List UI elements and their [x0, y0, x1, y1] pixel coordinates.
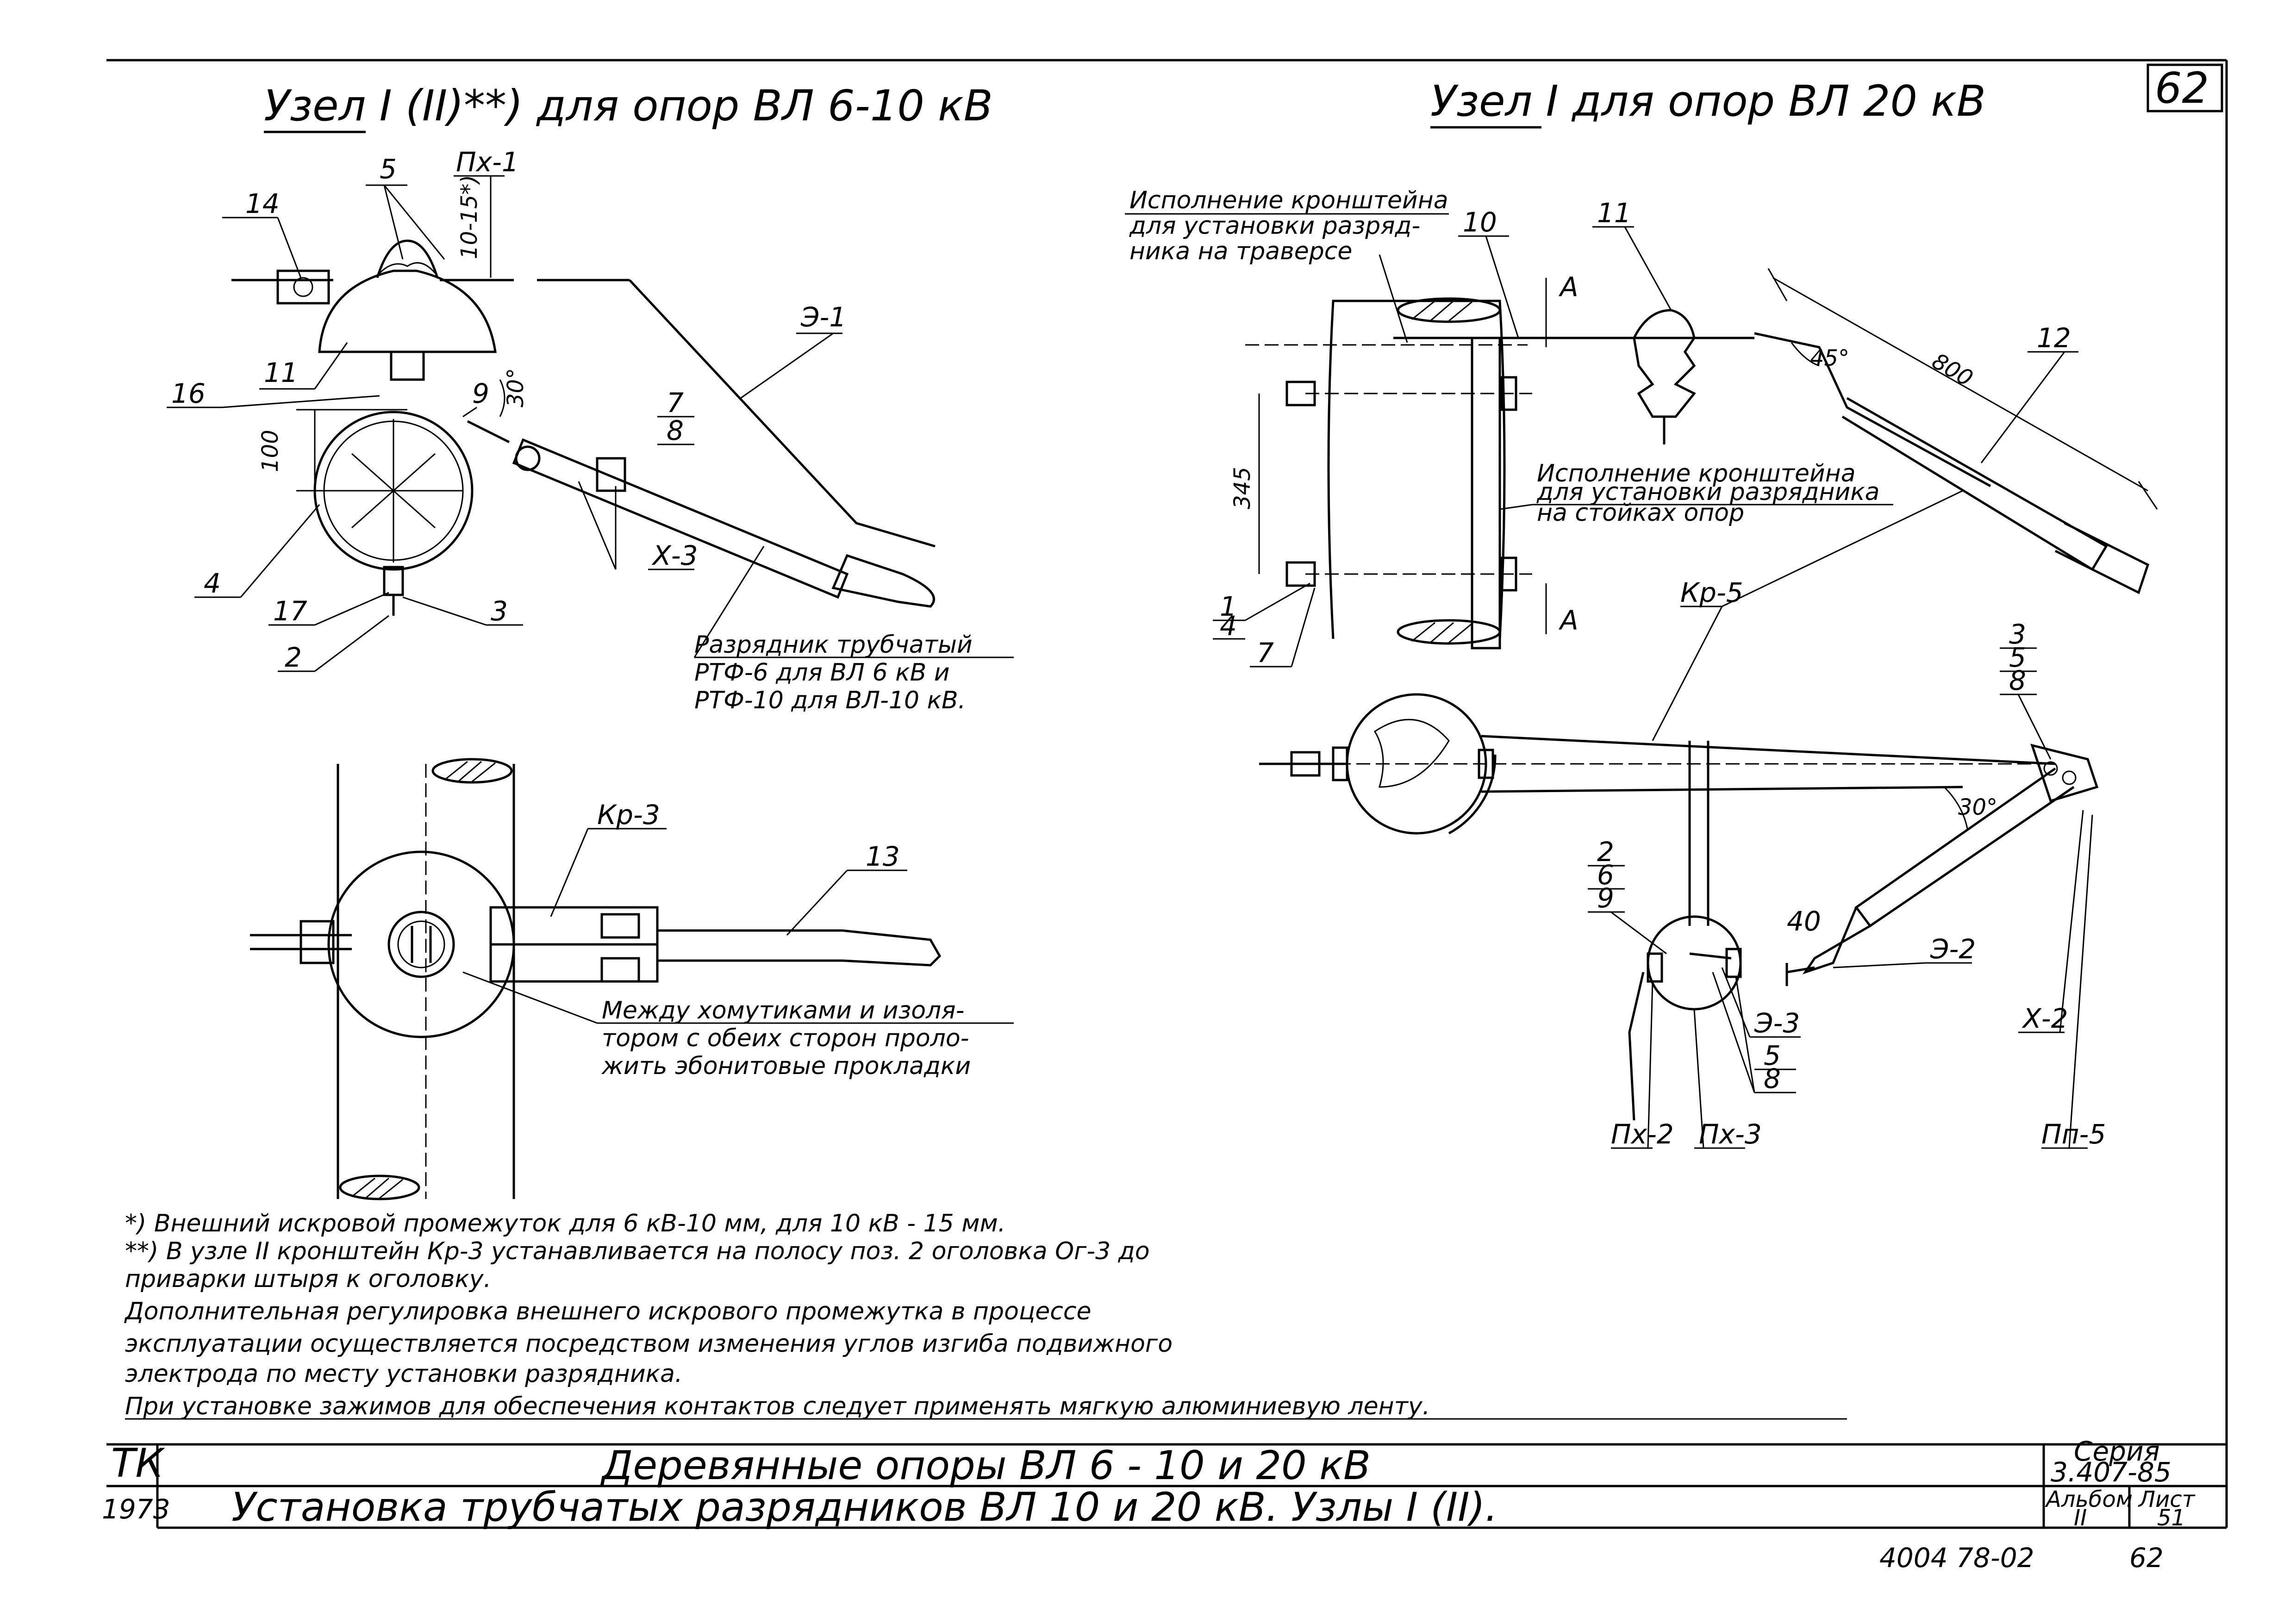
title-right-node: Узел I для опор ВЛ 20 кВ: [1430, 76, 1986, 126]
title-left-node: Узел I (II)**) для опор ВЛ 6-10 кВ: [264, 81, 993, 131]
page-number: 62: [2155, 63, 2209, 113]
note-3b: эксплуатации осуществляется посредством …: [125, 1330, 1173, 1358]
lbl-angle30-right: 30°: [1958, 794, 1997, 820]
lbl-s358-2: 5: [2009, 642, 2026, 673]
lbl-e1: Э-1: [800, 301, 846, 333]
lbl-between-2: тором с обеих сторон проло-: [602, 1024, 969, 1052]
lbl-s358-3: 8: [2009, 665, 2026, 696]
note-1: *) Внешний искровой промежуток для 6 кВ-…: [125, 1210, 1005, 1237]
lbl-kp5: Кр-5: [1680, 577, 1743, 608]
lbl-l4: 4: [204, 568, 221, 599]
lbl-bracket-tr-1: Исполнение кронштейна: [1129, 187, 1448, 214]
lbl-pp5: Пп-5: [2041, 1118, 2106, 1150]
lbl-dim345: 345: [1229, 467, 1255, 509]
right-top-view: [1259, 647, 2099, 1149]
note-2a: **) В узле II кронштейн Кр-3 устанавлива…: [125, 1237, 1150, 1265]
sheet-frame: [106, 59, 2228, 1529]
lbl-l8: 8: [667, 415, 684, 446]
lbl-r7: 7: [1257, 637, 1274, 668]
stamp-series-value: 3.407-85: [2051, 1456, 2171, 1488]
stamp-sheet-label: Лист: [2138, 1487, 2196, 1512]
stamp-row2: Установка трубчатых разрядников ВЛ 10 и …: [231, 1484, 1497, 1530]
stamp-sheet-value: 51: [2157, 1505, 2185, 1531]
stamp-tk: ТК: [111, 1440, 166, 1487]
lbl-bracket-tr-3: ника на траверсе: [1129, 237, 1352, 265]
lbl-between-1: Между хомутиками и изоля-: [602, 997, 964, 1024]
lbl-l13: 13: [866, 841, 900, 872]
lbl-arrester-2: РТФ-6 для ВЛ 6 кВ и: [694, 659, 950, 687]
left-top-view: [250, 758, 1014, 1200]
lbl-px2: Пх-2: [1611, 1118, 1674, 1150]
lbl-s269-3: 9: [1597, 882, 1614, 914]
lbl-x2: Х-2: [2021, 1003, 2068, 1034]
lbl-bracket-st-1: Исполнение кронштейна: [1537, 460, 1856, 487]
lbl-bracket-st-2: для установки разрядника: [1536, 478, 1880, 506]
lbl-angle45: 45°: [1810, 345, 1849, 371]
lbl-s58-2: 8: [1764, 1063, 1781, 1094]
lbl-s269-1: 2: [1597, 836, 1614, 868]
stamp-series-label: Серия: [2074, 1436, 2160, 1467]
lbl-arrester-1: Разрядник трубчатый: [694, 631, 973, 659]
stamp-year: 1973: [102, 1493, 170, 1525]
note-4: При установке зажимов для обеспечения ко…: [125, 1393, 1430, 1420]
lbl-l11: 11: [264, 357, 298, 388]
lbl-bracket-tr-2: для установки разряд-: [1129, 212, 1420, 240]
lbl-px3: Пх-3: [1699, 1118, 1762, 1150]
lbl-r4: 4: [1220, 610, 1237, 642]
lbl-px1: Пх-1: [456, 146, 519, 178]
stamp-doc-code: 4004 78-02: [1879, 1542, 2034, 1574]
lbl-l17: 17: [273, 595, 307, 627]
lbl-s358-1: 3: [2009, 618, 2026, 650]
lbl-bracket-st-3: на стойках опор: [1537, 499, 1744, 527]
stamp-page-bottom: 62: [2129, 1542, 2164, 1574]
lbl-gap: 10-15*): [456, 175, 482, 259]
note-3a: Дополнительная регулировка внешнего искр…: [124, 1298, 1091, 1325]
stamp-album-label: Альбом: [2045, 1487, 2133, 1512]
lbl-x3: Х-3: [651, 540, 698, 571]
stamp-row1: Деревянные опоры ВЛ 6 - 10 и 20 кВ: [600, 1443, 1371, 1489]
lbl-r1: 1: [1220, 591, 1237, 622]
lbl-r10: 10: [1463, 206, 1497, 238]
right-side-view: [1125, 213, 2158, 741]
lbl-s58-1: 5: [1764, 1040, 1781, 1071]
lbl-dimA-bot: А: [1558, 605, 1578, 636]
lbl-dim40: 40: [1787, 906, 1821, 937]
lbl-arrester-3: РТФ-10 для ВЛ-10 кВ.: [694, 687, 966, 714]
lbl-l2: 2: [285, 642, 302, 673]
lbl-e2: Э-2: [1930, 933, 1976, 965]
lbl-l5: 5: [380, 153, 397, 185]
lbl-dimA-top: А: [1558, 271, 1578, 303]
lbl-r11: 11: [1597, 197, 1631, 229]
note-2b: приварки штыря к оголовку.: [125, 1265, 491, 1293]
lbl-r12: 12: [2037, 322, 2071, 354]
lbl-dim800: 800: [1928, 348, 1977, 392]
lbl-l14: 14: [245, 188, 280, 219]
lbl-angle30-left: 30°: [503, 368, 529, 407]
lbl-s269-2: 6: [1597, 859, 1614, 891]
lbl-l7: 7: [667, 387, 684, 418]
note-3c: электрода по месту установки разрядника.: [125, 1360, 682, 1388]
lbl-dim100: 100: [257, 430, 283, 472]
lbl-e3: Э-3: [1754, 1007, 1800, 1039]
lbl-kp3: Кр-3: [597, 799, 660, 831]
lbl-l9: 9: [472, 378, 489, 409]
lbl-l16: 16: [171, 378, 206, 409]
lbl-between-3: жить эбонитовые прокладки: [601, 1052, 971, 1080]
stamp-album-value: II: [2074, 1505, 2087, 1531]
left-side-view: [167, 175, 1014, 672]
lbl-l3: 3: [491, 595, 508, 627]
